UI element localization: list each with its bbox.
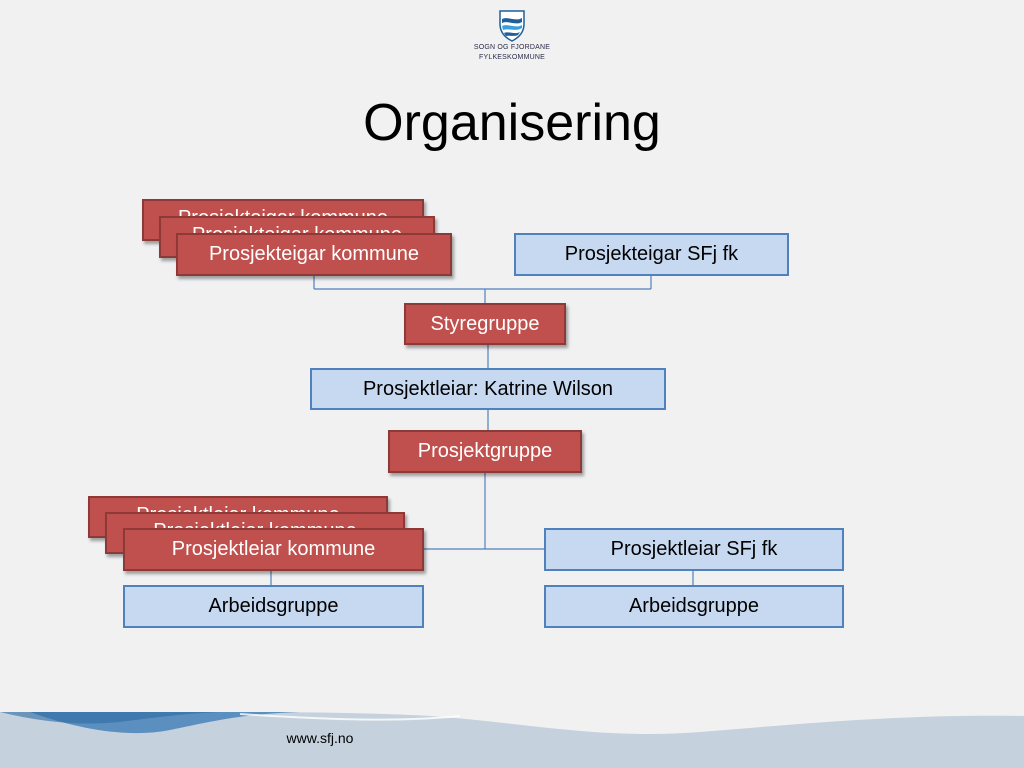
- logo: SOGN OG FJORDANE FYLKESKOMMUNE: [440, 10, 584, 62]
- prosjekteigar-sfj-box: Prosjekteigar SFj fk: [514, 233, 789, 276]
- prosjekteigar-kommune-box: Prosjekteigar kommune: [176, 233, 452, 276]
- footer-wave-decoration: [0, 712, 1024, 768]
- logo-line1: SOGN OG FJORDANE: [473, 44, 551, 51]
- arbeidsgruppe-right-box: Arbeidsgruppe: [544, 585, 844, 628]
- shield-logo-icon: [499, 10, 525, 42]
- footer-url[interactable]: www.sfj.no: [286, 730, 354, 746]
- prosjektleiar-sfj-box: Prosjektleiar SFj fk: [544, 528, 844, 571]
- prosjektgruppe-box: Prosjektgruppe: [388, 430, 582, 473]
- prosjektleiar-kommune-box: Prosjektleiar kommune: [123, 528, 424, 571]
- logo-line2: FYLKESKOMMUNE: [479, 54, 545, 61]
- page-title: Organisering: [363, 94, 661, 152]
- styregruppe-box: Styregruppe: [404, 303, 566, 345]
- prosjektleiar-box: Prosjektleiar: Katrine Wilson: [310, 368, 666, 410]
- arbeidsgruppe-left-box: Arbeidsgruppe: [123, 585, 424, 628]
